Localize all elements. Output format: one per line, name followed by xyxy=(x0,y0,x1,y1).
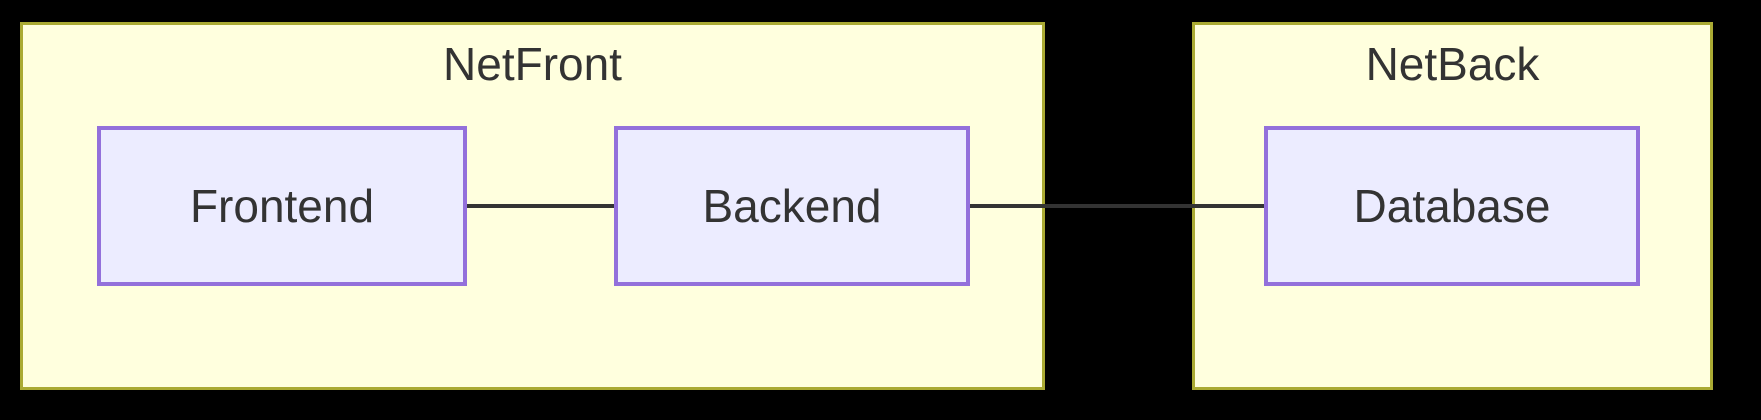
node-frontend-label: Frontend xyxy=(189,180,375,232)
node-database-label: Database xyxy=(1353,180,1551,232)
node-database: Database xyxy=(1264,126,1640,286)
cluster-netfront-title: NetFront xyxy=(443,38,622,90)
edge-backend-database xyxy=(970,204,1264,208)
edge-frontend-backend xyxy=(467,204,614,208)
node-backend: Backend xyxy=(614,126,970,286)
cluster-netback-title: NetBack xyxy=(1365,38,1540,90)
node-frontend: Frontend xyxy=(97,126,467,286)
node-backend-label: Backend xyxy=(702,180,882,232)
